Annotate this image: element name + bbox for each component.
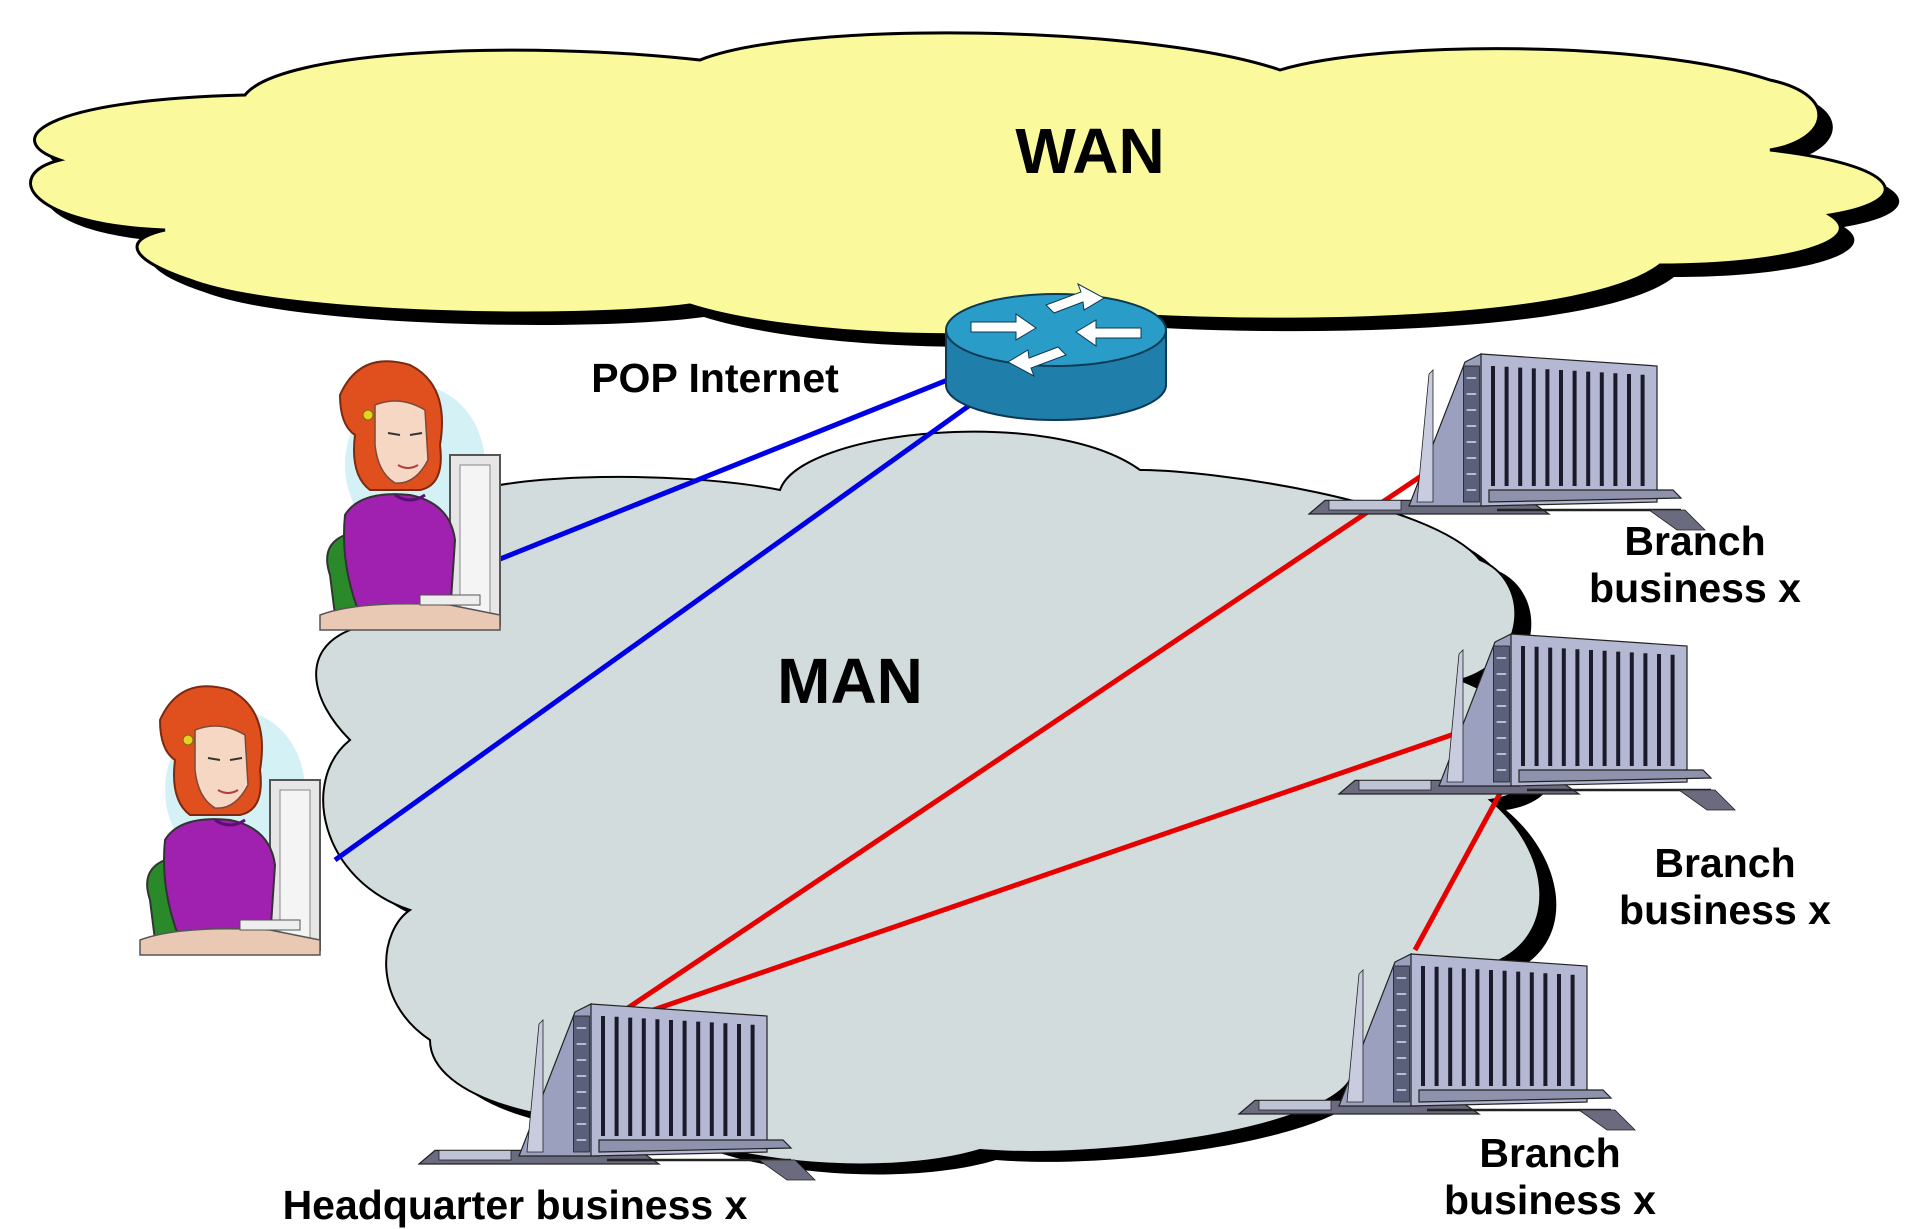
branch-label-line1: Branch	[1479, 1130, 1621, 1176]
branch-building-icon-1	[1309, 354, 1705, 530]
branch-label-line1: Branch	[1654, 840, 1796, 886]
link-hq-branch-2	[594, 717, 1496, 1033]
branch-label-line2: business x	[1444, 1177, 1656, 1224]
wan-label: WAN	[1015, 115, 1165, 187]
router-icon	[945, 282, 1167, 421]
branch-label-line1: Branch	[1624, 518, 1766, 564]
link-hq-branch-1	[593, 437, 1477, 1033]
pop-internet-label: POP Internet	[591, 355, 839, 401]
link-branch-2-branch-3	[1412, 773, 1513, 952]
man-cloud	[315, 430, 1557, 1175]
internet-links	[333, 372, 972, 863]
wan-cloud	[29, 31, 1900, 347]
headquarter-label: Headquarter business x	[282, 1182, 748, 1228]
user-at-computer-icon	[318, 359, 502, 632]
branch-label-2: Branch business x	[1575, 840, 1875, 934]
branch-label-line2: business x	[1619, 887, 1831, 934]
branch-label-3: Branch business x	[1400, 1130, 1700, 1224]
internet-link-user-1	[484, 372, 961, 568]
man-label: MAN	[777, 645, 923, 717]
branch-links	[593, 437, 1513, 1033]
internet-link-user-2	[333, 402, 972, 863]
branch-label-1: Branch business x	[1545, 518, 1845, 612]
user-at-computer-icon	[138, 684, 322, 957]
branch-label-line2: business x	[1589, 565, 1801, 612]
